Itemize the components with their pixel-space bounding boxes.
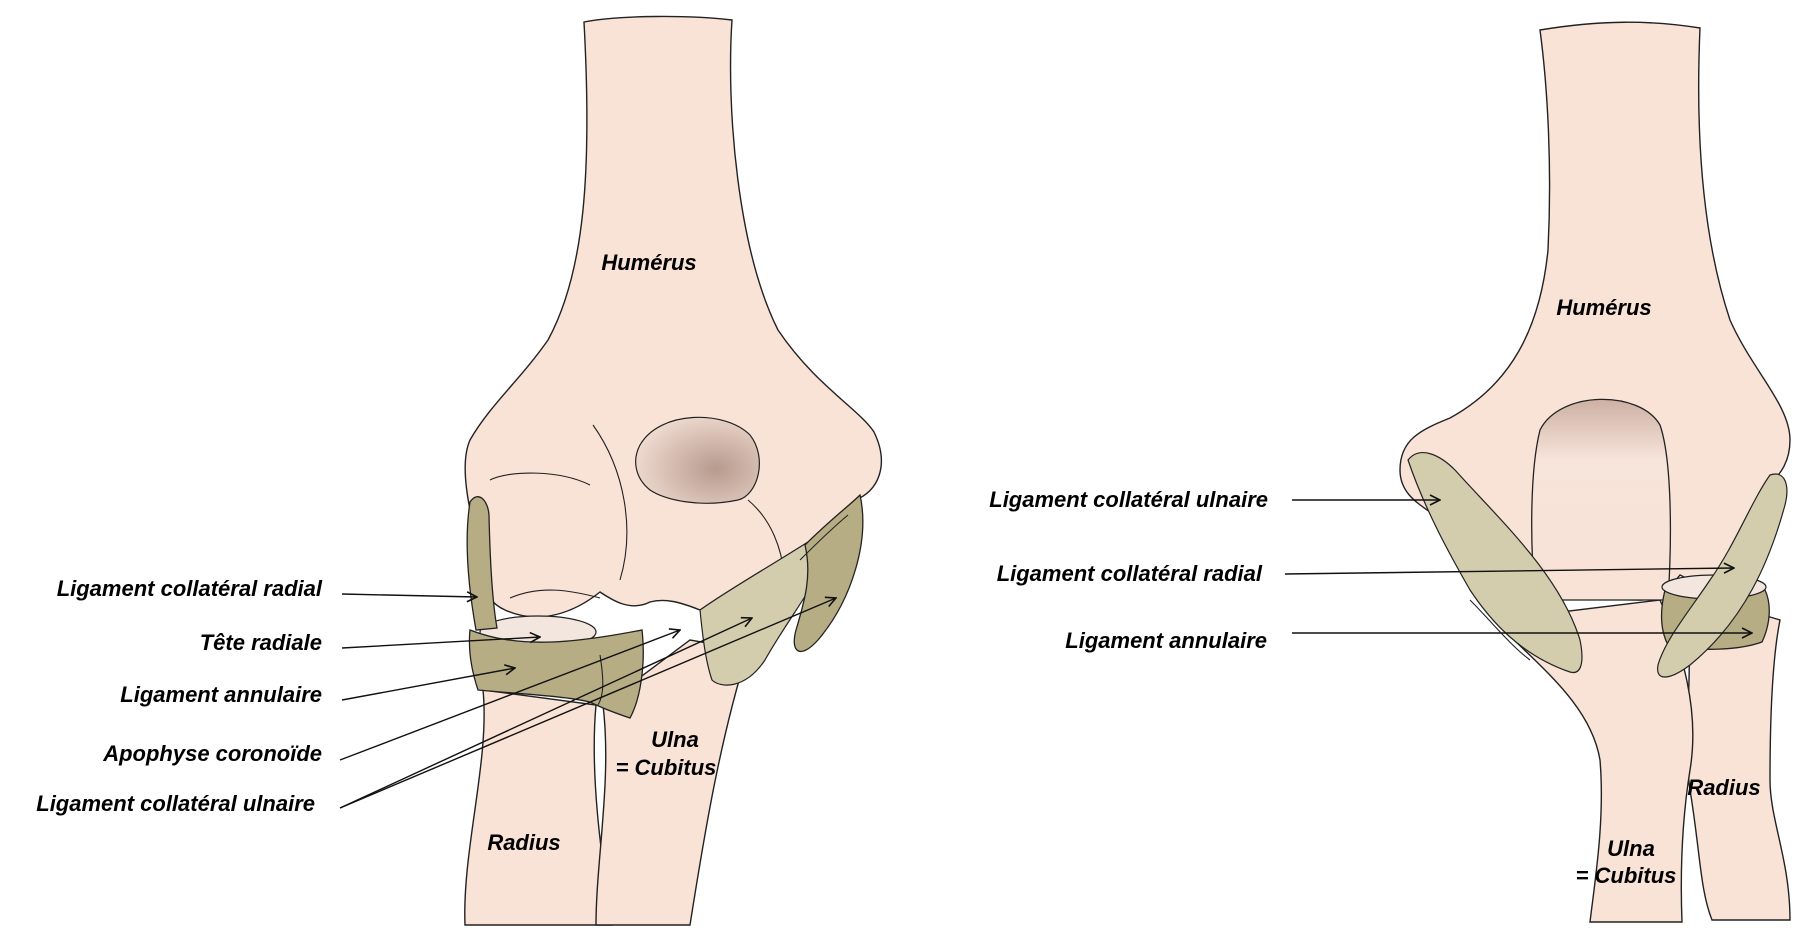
left-coronoid-fossa bbox=[635, 416, 760, 504]
left-label-coronoid-process: Apophyse coronoïde bbox=[102, 741, 322, 766]
left-humerus-label: Humérus bbox=[601, 250, 696, 275]
left-ulnar-collateral-ligament-anterior bbox=[699, 518, 843, 686]
right-cubitus-label: = Cubitus bbox=[1576, 863, 1677, 888]
right-leader-arrows bbox=[1284, 500, 1752, 633]
left-ulna-label: Ulna bbox=[651, 727, 699, 752]
right-ulnar-collateral-ligament bbox=[1407, 452, 1583, 674]
left-cubitus-label: = Cubitus bbox=[616, 755, 717, 780]
left-humerus-bone bbox=[464, 15, 882, 618]
left-annular-ligament bbox=[468, 629, 644, 719]
left-label-radial-collateral-ligament: Ligament collatéral radial bbox=[57, 576, 323, 601]
right-label-ulnar-collateral-ligament: Ligament collatéral ulnaire bbox=[989, 487, 1268, 512]
left-ulnar-collateral-ligament-posterior bbox=[793, 493, 864, 653]
left-radius-label: Radius bbox=[487, 830, 560, 855]
left-label-annular-ligament: Ligament annulaire bbox=[120, 682, 322, 707]
right-humerus-label: Humérus bbox=[1556, 295, 1651, 320]
left-radius-bone bbox=[464, 689, 613, 926]
right-olecranon-notch bbox=[1531, 398, 1672, 601]
left-label-ulnar-collateral-ligament: Ligament collatéral ulnaire bbox=[36, 791, 315, 816]
left-ulna-bone bbox=[595, 639, 749, 926]
right-ulna-bone bbox=[1493, 599, 1694, 923]
left-label-radial-head: Tête radiale bbox=[200, 630, 322, 655]
left-leader-arrows bbox=[339, 594, 836, 809]
right-radial-collateral-ligament bbox=[1657, 473, 1788, 678]
right-ulna-label: Ulna bbox=[1607, 836, 1655, 861]
left-elbow-view bbox=[464, 15, 882, 926]
right-label-radial-collateral-ligament: Ligament collatéral radial bbox=[997, 561, 1263, 586]
right-elbow-view bbox=[1399, 21, 1791, 923]
right-label-annular-ligament: Ligament annulaire bbox=[1065, 628, 1267, 653]
right-radius-label: Radius bbox=[1687, 775, 1760, 800]
